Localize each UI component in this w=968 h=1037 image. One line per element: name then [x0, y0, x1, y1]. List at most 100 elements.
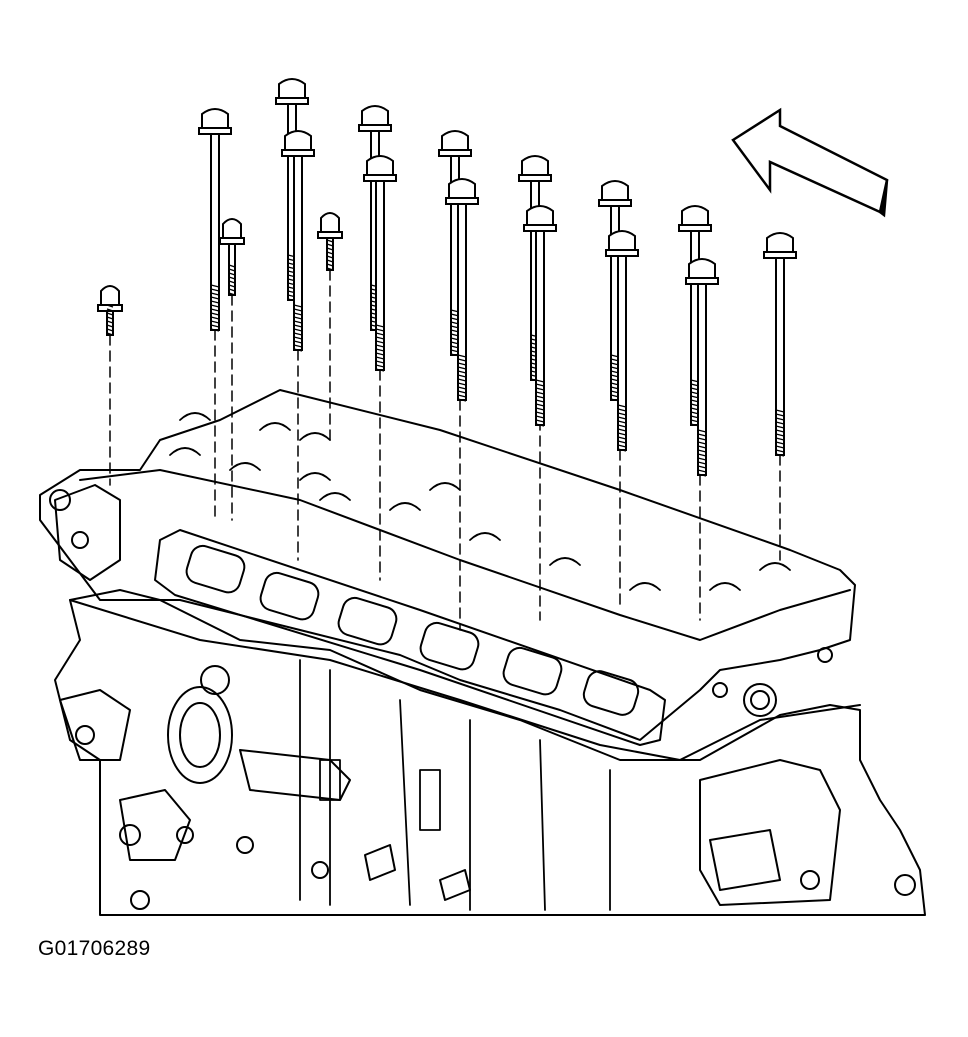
bolt-thread [375, 324, 385, 328]
bolt-thread [775, 417, 785, 421]
bolt-thread [457, 378, 467, 382]
bolt-thread [535, 383, 545, 387]
engine-assembly-illustration [39, 269, 926, 916]
bolt-head [601, 180, 629, 201]
cylinder-head-top [39, 389, 856, 741]
bolt-thread [457, 382, 467, 386]
bolt-thread [535, 411, 545, 415]
engine-block-outline [54, 589, 926, 916]
bolt-thread [697, 429, 707, 433]
bolt-thread [697, 465, 707, 469]
bolt-head [100, 285, 120, 306]
bolt-thread [775, 425, 785, 429]
bolt-thread [293, 340, 303, 344]
bolt-thread [228, 280, 236, 284]
block-ribs [299, 659, 611, 911]
long-head-bolt [281, 130, 315, 352]
rear-block-end [699, 647, 916, 906]
bolt-thread [228, 292, 236, 296]
bolt-thread [210, 300, 220, 304]
bolt-thread [375, 328, 385, 332]
bolt-thread [457, 362, 467, 366]
bolt-thread [617, 440, 627, 444]
bolt-thread [228, 288, 236, 292]
long-head-bolt [438, 130, 472, 357]
cam-journals [169, 412, 791, 591]
bolt-thread [617, 444, 627, 448]
bolt-thread [210, 316, 220, 320]
bolt-thread [535, 415, 545, 419]
long-head-bolt [198, 108, 232, 332]
short-head-bolt [317, 212, 343, 271]
bolt-thread [228, 284, 236, 288]
bolt-thread [106, 312, 114, 316]
bolt-thread [326, 251, 334, 255]
bolt-thread [210, 328, 220, 332]
bolt-thread [617, 428, 627, 432]
short-head-bolt [219, 218, 245, 296]
bolt-thread [375, 336, 385, 340]
bolt-thread [457, 354, 467, 358]
bolt-thread [326, 263, 334, 267]
bolt-thread [293, 308, 303, 312]
head-gasket-line [69, 599, 861, 761]
bolt-thread [775, 437, 785, 441]
long-head-bolt [763, 232, 797, 457]
bolt-thread [535, 423, 545, 427]
bolt-thread [293, 304, 303, 308]
bolt-thread [375, 344, 385, 348]
front-direction-arrow [731, 107, 889, 218]
bolt-thread [293, 344, 303, 348]
exhaust-port [185, 544, 246, 594]
bolt-thread [326, 243, 334, 247]
bolt-head [361, 105, 389, 126]
bolt-thread [228, 272, 236, 276]
bolt-thread [697, 457, 707, 461]
bolt-thread [210, 288, 220, 292]
bolt-thread [210, 312, 220, 316]
exhaust-ports [185, 544, 640, 716]
bolt-thread [535, 395, 545, 399]
bolt-thread [210, 284, 220, 288]
figure-id-label: G01706289 [38, 937, 151, 960]
bolt-thread [326, 255, 334, 259]
exhaust-port [582, 670, 640, 716]
bolt-thread [106, 328, 114, 332]
bolt-thread [775, 449, 785, 453]
bolt-head [441, 130, 469, 151]
bolt-thread [326, 239, 334, 243]
bolt-thread [535, 403, 545, 407]
bolt-thread [617, 420, 627, 424]
long-head-bolt [605, 230, 639, 452]
bolt-thread [210, 324, 220, 328]
exhaust-flange [154, 529, 666, 746]
bolt-thread [697, 441, 707, 445]
head-deck-rim [79, 469, 851, 641]
bolt-head [278, 78, 306, 99]
bolt-head [526, 205, 554, 226]
bolt-thread [617, 412, 627, 416]
exhaust-port [337, 596, 398, 646]
bolt-thread [457, 370, 467, 374]
bolt-head [448, 178, 476, 199]
bolt-thread [106, 316, 114, 320]
bolt-thread [775, 409, 785, 413]
bolt-guide-lines [109, 269, 781, 631]
bolt-thread [697, 453, 707, 457]
bolt-thread [106, 324, 114, 328]
bolt-thread [375, 360, 385, 364]
bolt-thread [293, 332, 303, 336]
bolt-thread [375, 364, 385, 368]
bolt-thread [617, 416, 627, 420]
bolt-thread [293, 312, 303, 316]
bolt-thread [775, 413, 785, 417]
bolt-thread [617, 432, 627, 436]
bolt-thread [697, 437, 707, 441]
bolt-thread [457, 366, 467, 370]
bolt-head [201, 108, 229, 129]
long-head-bolt [275, 78, 309, 302]
bolt-thread [375, 368, 385, 372]
bolt-head [284, 130, 312, 151]
bolt-thread [617, 448, 627, 452]
